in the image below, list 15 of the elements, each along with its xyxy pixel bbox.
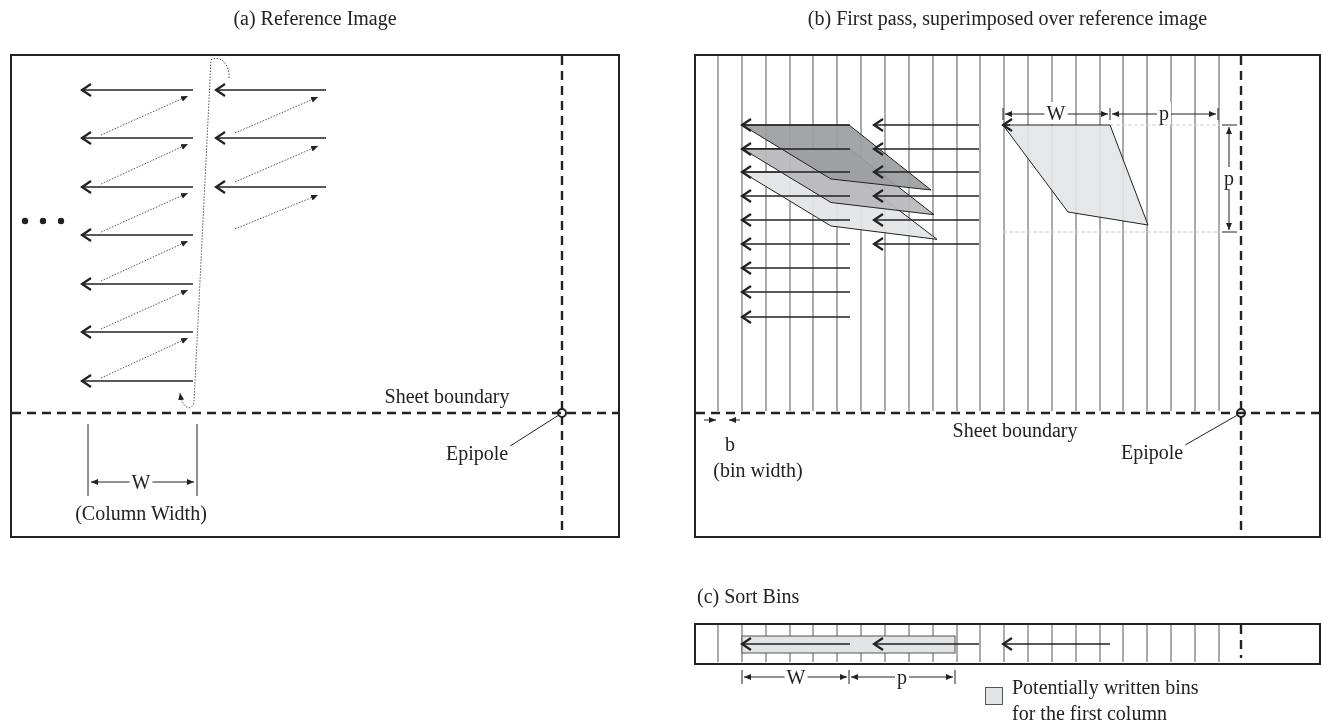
point-label: Epipole — [446, 441, 509, 465]
epipole-marker — [557, 408, 567, 418]
dimension-label: p — [1222, 167, 1236, 189]
leader-line — [1184, 415, 1238, 446]
dimension-caption: (Column Width) — [73, 502, 209, 524]
panel-title: (c) Sort Bins — [697, 584, 800, 609]
dimension-label: W — [1044, 102, 1068, 124]
panel-title: (b) First pass, superimposed over reference image — [807, 6, 1208, 31]
dimension-label: p — [1157, 102, 1171, 124]
epipole-marker — [1236, 408, 1246, 418]
point-label: Epipole — [1121, 440, 1184, 464]
leader-line — [509, 415, 559, 447]
legend-text: Potentially written bins for the first column — [1012, 675, 1200, 726]
dimension-caption: (bin width) — [711, 459, 805, 481]
panel-title: (a) Reference Image — [233, 6, 397, 31]
